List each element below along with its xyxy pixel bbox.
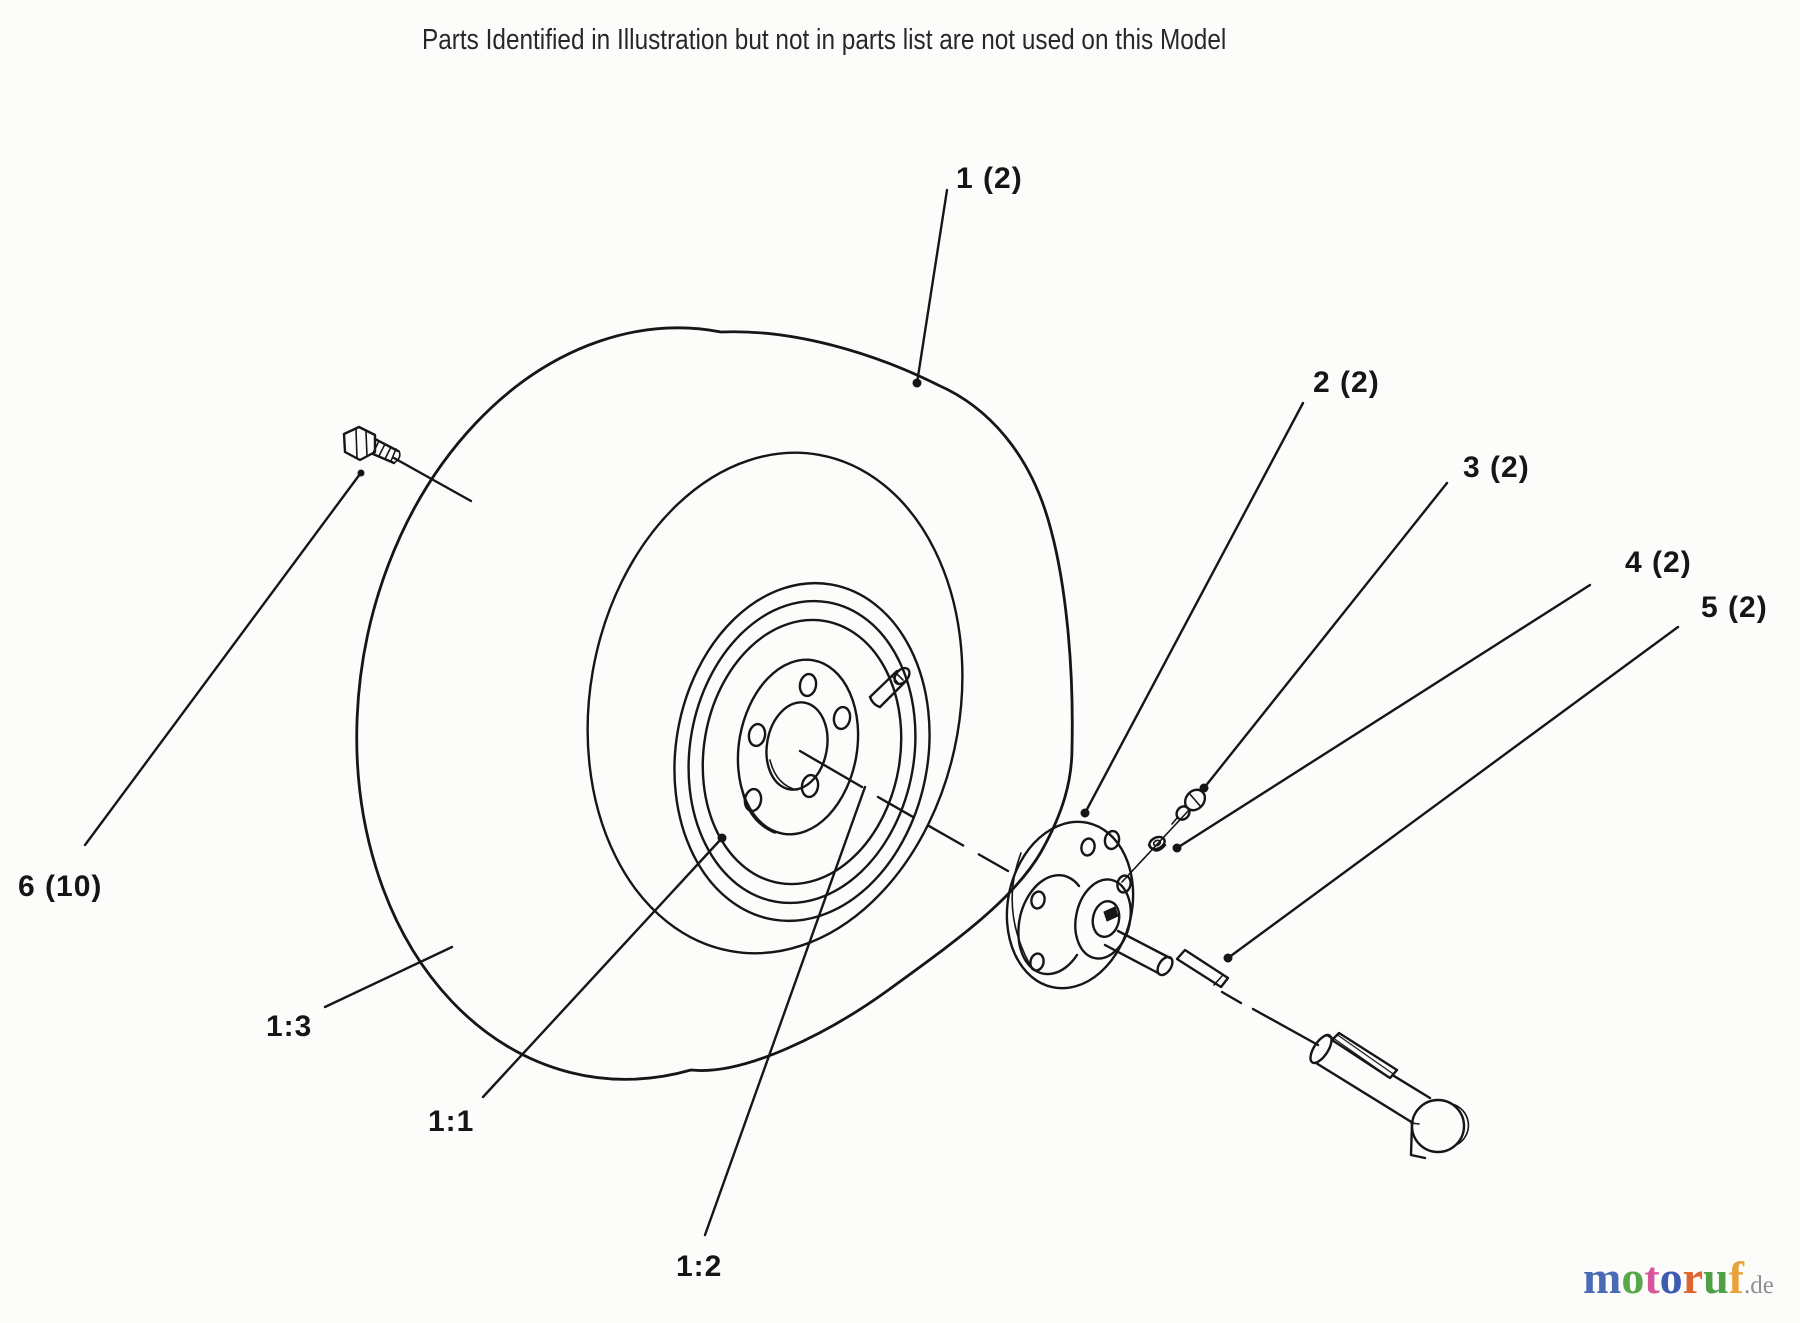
hub-bore — [1091, 899, 1121, 939]
lug-hole — [747, 722, 767, 748]
hub-keyway — [1103, 906, 1119, 922]
watermark-letter: t — [1644, 1252, 1660, 1303]
label-sub-1-1: 1:1 — [428, 1105, 474, 1138]
lug-hole — [743, 787, 763, 813]
wheel-hub — [1005, 820, 1174, 990]
rim-disc-edge — [741, 789, 776, 834]
watermark-suffix: .de — [1744, 1272, 1774, 1299]
leader-sub-1-1 — [481, 836, 724, 1099]
label-part-1: 1 (2) — [956, 162, 1023, 195]
rim-center-bore — [765, 701, 829, 791]
rim-ring-inner — [701, 618, 903, 886]
leader-sub-1-3 — [323, 945, 454, 1009]
hub-shaft-end — [1156, 955, 1174, 977]
rim-center-disc — [736, 658, 860, 836]
header-notice: Parts Identified in Illustration but not… — [422, 24, 1227, 56]
label-part-5: 5 (2) — [1701, 591, 1768, 624]
label-part-4: 4 (2) — [1625, 546, 1692, 579]
leader-lines — [83, 188, 1680, 1237]
hex-bolt — [342, 425, 401, 465]
leader-part-6 — [83, 472, 362, 847]
lug-hole — [832, 705, 852, 731]
watermark-letter: o — [1659, 1252, 1683, 1303]
tire — [355, 326, 1074, 1081]
hub-flange-hole — [1080, 837, 1096, 857]
leader-part-4 — [1175, 583, 1592, 850]
valve-stem — [868, 666, 911, 709]
bore-thickness — [769, 759, 798, 791]
axle-bolt-keyway — [1330, 1031, 1399, 1080]
label-sub-1-3: 1:3 — [266, 1010, 312, 1043]
tire-bead-opening — [586, 451, 964, 955]
hub-flange-hole — [1030, 890, 1046, 910]
watermark-wordmark: motoruf — [1583, 1252, 1744, 1303]
leader-part-2 — [1083, 401, 1305, 815]
axle-bolt — [1309, 1031, 1470, 1160]
label-part-2: 2 (2) — [1313, 366, 1380, 399]
hub-face — [1074, 878, 1132, 960]
hub-flange — [1005, 820, 1135, 990]
lug-hole — [800, 773, 820, 799]
label-part-6: 6 (10) — [18, 870, 102, 903]
watermark-letter: r — [1682, 1252, 1704, 1303]
bolt-to-tire-line — [392, 456, 473, 503]
watermark-letter: m — [1583, 1252, 1622, 1303]
screw — [1121, 788, 1207, 883]
square-key — [1175, 948, 1230, 989]
watermark-letter: u — [1703, 1252, 1729, 1303]
leader-sub-1-2 — [703, 785, 867, 1237]
leader-part-5 — [1226, 625, 1680, 960]
hub-shaft — [1116, 929, 1172, 960]
wheel-rim — [673, 581, 931, 923]
rim-ring-outer — [673, 581, 931, 923]
watermark-logo: motoruf.de — [1583, 1255, 1774, 1301]
part-labels: 1 (2) 2 (2) 3 (2) 4 (2) 5 (2) 6 (10) 1:3… — [18, 162, 1768, 1283]
leader-part-1 — [915, 188, 949, 385]
label-part-3: 3 (2) — [1463, 451, 1530, 484]
watermark-letter: f — [1728, 1252, 1744, 1303]
nut — [1147, 835, 1167, 852]
hub-barrel — [1017, 874, 1081, 976]
hub-flange-thickness — [1011, 852, 1030, 964]
assembly-centerline — [798, 749, 1320, 1047]
label-sub-1-2: 1:2 — [676, 1250, 722, 1283]
rim-ring-middle — [687, 599, 917, 905]
hub-flange-notch — [1103, 829, 1121, 851]
hub-shaft — [1103, 943, 1160, 975]
lug-hole — [798, 672, 818, 698]
tire-outline — [355, 326, 1074, 1081]
leader-part-3 — [1202, 481, 1449, 790]
watermark-letter: o — [1621, 1252, 1645, 1303]
